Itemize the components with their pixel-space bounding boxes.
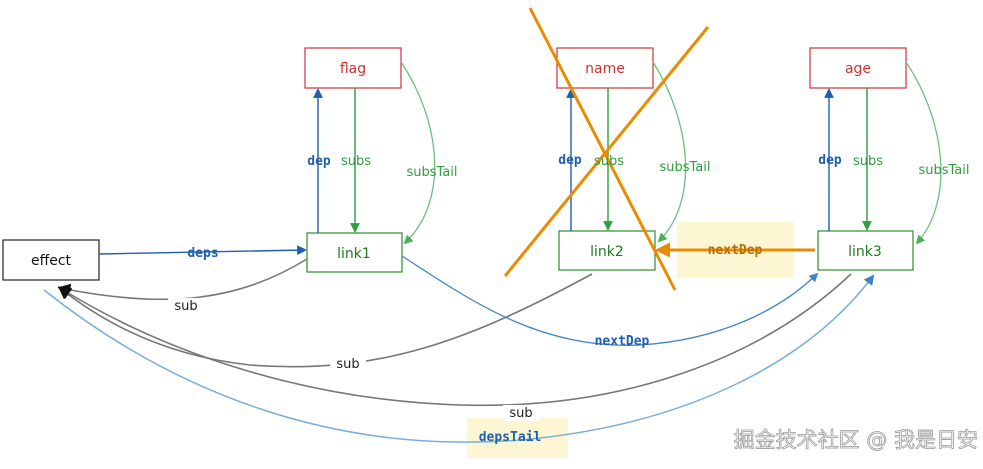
effect-node-label: effect [31, 253, 72, 269]
link-node-link3: link3 [817, 230, 914, 271]
link-node-link1-label: link1 [337, 246, 371, 262]
substail-label-2: subsTail [659, 160, 710, 175]
dep-label-2: dep [558, 153, 582, 168]
link-node-link3-label: link3 [848, 244, 882, 260]
dep-node-flag-label: flag [340, 61, 366, 77]
effect-node: effect [2, 239, 100, 281]
deps-arrow-effect-link1 [98, 245, 307, 256]
deps-label: deps [187, 246, 218, 261]
dep-label-1: dep [307, 154, 331, 169]
depstail-arrow-effect-link3 [43, 274, 875, 443]
sub-label-1: sub [174, 299, 197, 314]
delete-cross-line-1 [528, 7, 677, 291]
sub-label-2: sub [336, 357, 359, 372]
subs-label-2: subs [594, 154, 624, 169]
dep-node-name-label: name [585, 61, 625, 77]
dep-node-flag: flag [304, 47, 402, 89]
link-node-link2: link2 [558, 230, 656, 271]
substail-label-1: subsTail [406, 165, 457, 180]
nextdep-arrow-link1-link3 [401, 255, 819, 346]
subs-label-3: subs [853, 154, 883, 169]
nextdep-label-blue: nextDep [595, 334, 650, 349]
substail-arrow-age-link3 [905, 61, 942, 245]
delete-cross-line-2 [503, 26, 710, 277]
depstail-highlight [467, 418, 568, 458]
nextdep-label-orange: nextDep [708, 243, 763, 258]
dep-node-age: age [809, 47, 907, 89]
watermark-text: 掘金技术社区 @ 我是日安 [734, 428, 978, 452]
substail-label-3: subsTail [918, 163, 969, 178]
dep-node-name: name [556, 47, 654, 89]
substail-arrow-name-link2 [652, 61, 687, 243]
subs-label-1: subs [341, 154, 371, 169]
link-node-link2-label: link2 [590, 244, 624, 260]
sub-arrow-link2-effect [58, 273, 593, 368]
dep-label-3: dep [818, 153, 842, 168]
depstail-label: depsTail [479, 430, 542, 445]
link-node-link1: link1 [306, 232, 403, 273]
sub-arrow-link1-effect [57, 258, 308, 301]
dep-node-age-label: age [845, 61, 871, 77]
sub-arrow-link3-effect [57, 273, 852, 407]
sub-label-3: sub [509, 406, 532, 421]
substail-arrow-flag-link1 [400, 61, 436, 245]
